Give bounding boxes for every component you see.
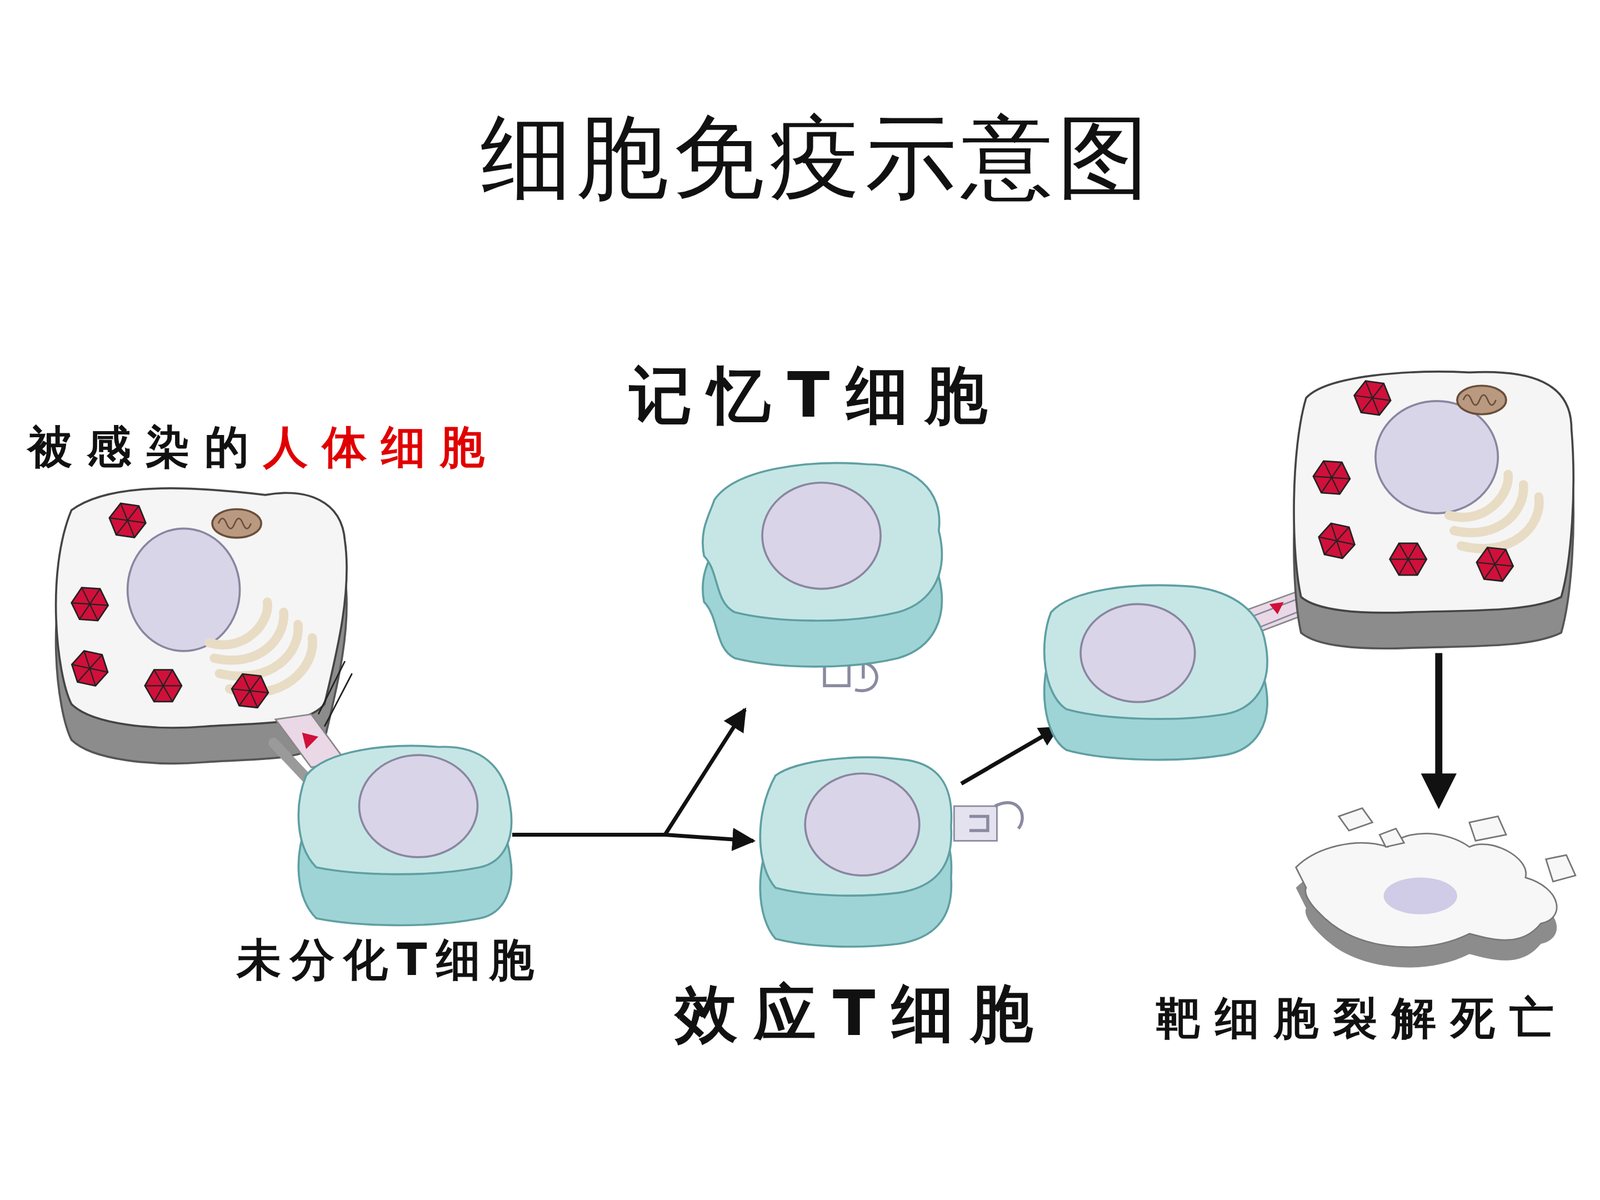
attacking-effector-t-cell bbox=[1044, 581, 1333, 760]
cell-face bbox=[1044, 585, 1268, 719]
label-text: 人体细胞 bbox=[263, 421, 499, 473]
nucleus bbox=[762, 482, 881, 589]
process-arrow bbox=[961, 728, 1057, 784]
cell-node: 未分化T细胞 bbox=[293, 742, 513, 927]
nucleus bbox=[805, 773, 920, 876]
diagram-title: 细胞免疫示意图 bbox=[480, 105, 1154, 212]
label-text: 未分化T细胞 bbox=[236, 933, 543, 986]
receptor bbox=[969, 802, 1023, 831]
virus bbox=[1390, 543, 1427, 575]
cell-node: 效应T细胞 bbox=[753, 753, 1029, 948]
virus bbox=[107, 502, 148, 539]
virus bbox=[1352, 379, 1393, 417]
virus bbox=[145, 670, 182, 702]
cell-node: 被感染的人体细胞 bbox=[51, 487, 349, 762]
mitochondrion-folds bbox=[218, 518, 252, 529]
debris-fragment bbox=[1338, 808, 1373, 831]
receptor-body bbox=[953, 806, 997, 841]
branch-arrow bbox=[512, 835, 754, 842]
nucleus-remnant bbox=[1383, 877, 1458, 915]
cell-label: 未分化T细胞 bbox=[236, 934, 543, 986]
antigen bbox=[1269, 602, 1284, 615]
process-arrow bbox=[1435, 653, 1443, 803]
mitochondrion-folds bbox=[1463, 395, 1497, 405]
label-text: 被感染的 bbox=[27, 421, 264, 473]
effector-t-cell bbox=[760, 757, 1023, 947]
debris-fragment bbox=[1546, 855, 1576, 882]
naive-t-cell bbox=[298, 746, 512, 926]
cell-node: 记忆T细胞 bbox=[702, 459, 948, 710]
label-text: 靶细胞裂解死亡 bbox=[1156, 992, 1569, 1044]
endoplasmic-reticulum bbox=[1448, 474, 1539, 549]
cell-face bbox=[760, 757, 952, 896]
cell-face bbox=[56, 488, 347, 728]
nucleus bbox=[1375, 401, 1498, 514]
label-text: 记忆T细胞 bbox=[629, 358, 1004, 432]
debris-fragment bbox=[1379, 828, 1404, 847]
virus bbox=[70, 586, 110, 622]
virus bbox=[230, 673, 270, 709]
cell-label: 记忆T细胞 bbox=[629, 359, 1004, 432]
cell-face bbox=[702, 462, 943, 621]
nucleus bbox=[127, 528, 240, 651]
label-text: 效应T细胞 bbox=[675, 977, 1050, 1050]
cell-label: 被感染的人体细胞 bbox=[27, 421, 499, 473]
nucleus bbox=[1080, 603, 1195, 702]
cell-label: 靶细胞裂解死亡 bbox=[1156, 992, 1569, 1044]
debris-main bbox=[1296, 833, 1558, 948]
virus bbox=[68, 648, 112, 688]
debris-fragment bbox=[1469, 816, 1507, 841]
virus bbox=[1315, 521, 1359, 561]
mitochondrion bbox=[1457, 385, 1507, 414]
memory-t-cell bbox=[702, 462, 943, 691]
lysed-cell-debris bbox=[1296, 808, 1576, 968]
branch-arrow bbox=[512, 709, 745, 835]
virus bbox=[1475, 546, 1515, 583]
antigen bbox=[302, 732, 319, 749]
target-cell bbox=[1293, 371, 1574, 649]
cell-node: 靶细胞裂解死亡 bbox=[1287, 803, 1580, 976]
mitochondrion bbox=[212, 509, 262, 538]
pointer-lines bbox=[318, 661, 353, 727]
cell-face bbox=[298, 746, 512, 875]
nucleus bbox=[359, 755, 478, 858]
virus bbox=[1312, 460, 1352, 495]
cell-face bbox=[1293, 371, 1574, 613]
cell-label: 效应T细胞 bbox=[675, 977, 1050, 1050]
